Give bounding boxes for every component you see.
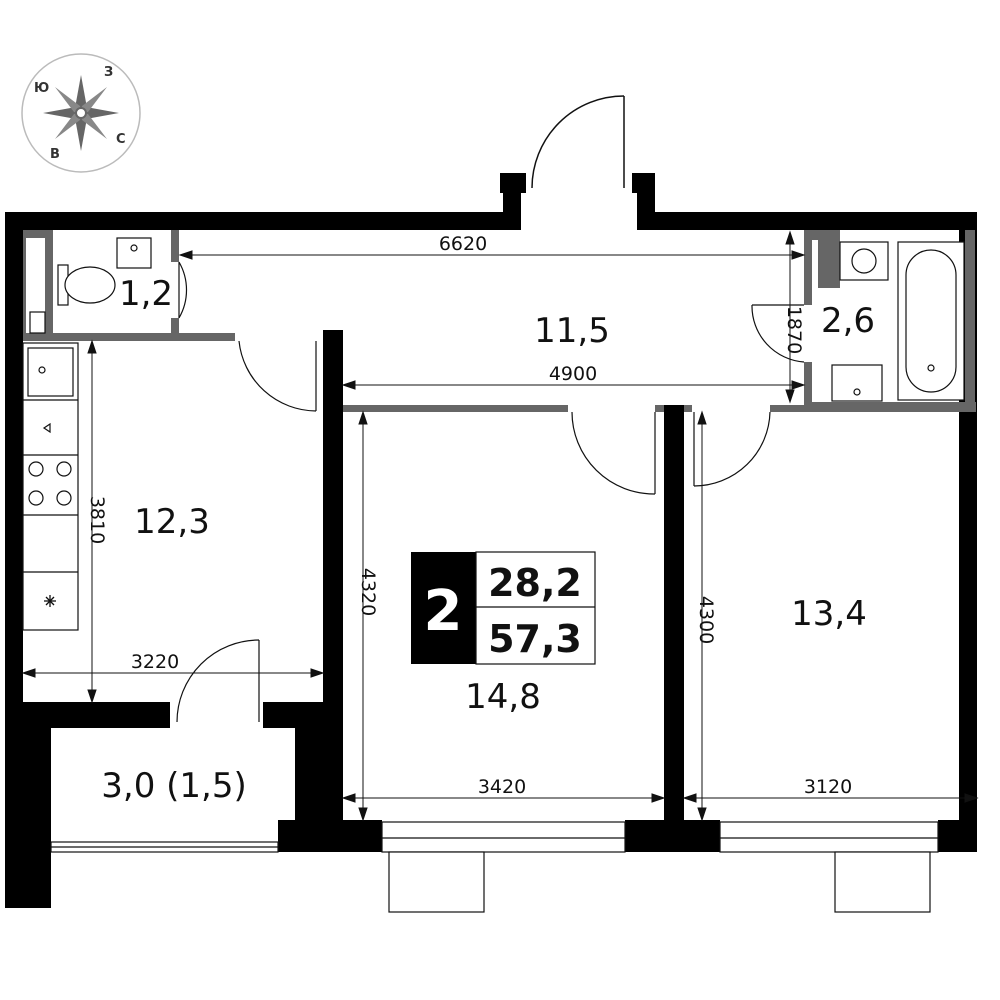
dim-kitchen-width: 3220 xyxy=(131,651,179,673)
washing-machine-icon xyxy=(839,241,889,281)
compass-label-north: З xyxy=(104,65,113,80)
dim-hall-inner: 4900 xyxy=(549,363,597,385)
room-area-bedroom-center: 14,8 xyxy=(465,677,541,717)
drop-icon xyxy=(42,422,51,434)
badge-total-area: 57,3 xyxy=(488,617,582,661)
badge-rooms-count: 2 xyxy=(424,579,463,644)
compass-label-east: С xyxy=(116,132,126,147)
badge-living-area: 28,2 xyxy=(488,561,582,605)
dimension-lines xyxy=(21,230,979,822)
room-area-bathroom: 2,6 xyxy=(821,301,875,341)
compass-label-south: В xyxy=(50,147,60,162)
bathroom-fixtures xyxy=(831,241,965,402)
bathtub-icon xyxy=(897,241,965,401)
bath-sink-icon xyxy=(831,364,883,402)
dim-right-depth: 4300 xyxy=(695,596,717,644)
dim-hall-length: 6620 xyxy=(439,233,487,255)
compass-rose: Ю З В С xyxy=(21,53,141,173)
windows xyxy=(50,821,939,913)
room-area-kitchen: 12,3 xyxy=(134,502,210,542)
dim-center-width: 3420 xyxy=(478,776,526,798)
entrance-door xyxy=(531,95,625,189)
wc-fixtures xyxy=(29,237,152,334)
dim-bath-depth: 1870 xyxy=(783,306,805,354)
fridge-snowflake-icon xyxy=(44,595,56,607)
kitchen-counter xyxy=(22,342,79,631)
area-badge: 2 28,2 57,3 xyxy=(411,551,596,665)
room-area-hallway: 11,5 xyxy=(534,311,610,351)
interior-walls xyxy=(23,230,976,822)
stove-burner-icon xyxy=(28,461,44,477)
dim-right-width: 3120 xyxy=(804,776,852,798)
compass-label-west: Ю xyxy=(34,81,49,96)
room-area-bedroom-right: 13,4 xyxy=(791,594,867,634)
kitchen-sink-icon xyxy=(27,347,74,397)
toilet-icon xyxy=(57,264,116,306)
room-area-wc: 1,2 xyxy=(119,274,173,314)
room-area-balcony: 3,0 (1,5) xyxy=(101,766,246,806)
washbasin-icon xyxy=(116,237,152,269)
interior-doors xyxy=(176,261,805,723)
compass-star-icon xyxy=(43,75,119,151)
dim-center-depth: 4320 xyxy=(357,568,379,616)
dim-kitchen-depth: 3810 xyxy=(86,496,108,544)
